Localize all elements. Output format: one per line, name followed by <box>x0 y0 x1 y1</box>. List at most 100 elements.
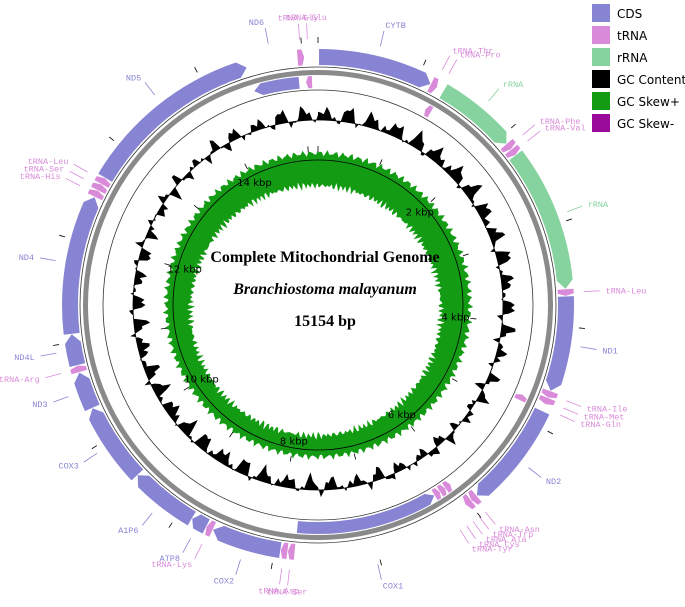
inner-ring-line <box>102 89 534 521</box>
gc-skew-baseline <box>172 159 464 451</box>
feature-label: tRNA-Gln <box>580 420 621 430</box>
legend-swatch <box>592 92 610 110</box>
feature-trna-7 <box>557 288 574 296</box>
feature-label: tRNA-Val <box>545 124 586 134</box>
scale-label: 6 kbp <box>388 410 416 421</box>
feature-label: tRNA Ser <box>267 587 308 597</box>
label-leader <box>441 55 451 70</box>
feature-label: tRNA-Asn <box>499 525 540 535</box>
feature-cds-34 <box>254 76 300 96</box>
outer-scale-tick <box>108 136 115 142</box>
label-leader <box>287 569 290 586</box>
feature-label: A1P6 <box>118 526 138 536</box>
scale-label: 8 kbp <box>280 436 308 447</box>
feature-label: ND4L <box>14 353 34 363</box>
feature-label: ATP8 <box>160 554 180 564</box>
scale-tick <box>244 163 248 170</box>
feature-label: tRNA Asp <box>258 586 299 596</box>
outer-scale-tick <box>168 522 173 528</box>
outer-ring-line <box>79 66 557 544</box>
feature-cds-26 <box>74 372 100 412</box>
feature-trna-9 <box>541 388 559 399</box>
label-leader <box>379 30 385 47</box>
legend-label: rRNA <box>617 51 648 65</box>
label-leader <box>522 124 536 136</box>
feature-cds-29 <box>62 197 99 335</box>
scale-tick <box>430 197 436 202</box>
gc-content-baseline <box>132 119 504 491</box>
label-leader <box>478 516 490 530</box>
outer-scale-tick <box>477 512 482 518</box>
feature-label: tRNA-Trp <box>493 530 534 540</box>
feature-label: rRNA <box>588 200 609 210</box>
feature-labels: CYTBtRNA-ThrtRNA-ProrRNAtRNA-PhetRNA-Val… <box>0 13 646 597</box>
outer-scale-tick <box>53 344 60 346</box>
outer-scale-tick <box>270 562 273 569</box>
legend-swatch <box>592 70 610 88</box>
scale-label: 2 kbp <box>406 207 434 218</box>
outer-scale-tick <box>578 327 586 329</box>
label-leader <box>235 559 241 575</box>
label-leader <box>65 178 81 187</box>
label-leader <box>306 23 308 40</box>
label-leader <box>560 414 575 423</box>
label-leader <box>466 525 476 540</box>
feature-label: ND3 <box>32 400 47 410</box>
feature-trna-15 <box>442 480 453 493</box>
scale-tick <box>379 159 383 166</box>
label-leader <box>40 352 57 357</box>
feature-trna-10 <box>538 394 556 406</box>
label-leader <box>566 400 582 407</box>
feature-trna-20 <box>280 542 289 560</box>
center-title: Complete Mitochondrial Genome Branchiost… <box>210 249 439 330</box>
label-leader <box>264 27 269 44</box>
feature-trna-30 <box>87 189 104 201</box>
feature-trna-35 <box>296 49 305 66</box>
label-leader <box>53 396 69 403</box>
label-leader <box>528 467 542 478</box>
legend-swatch <box>592 26 610 44</box>
feature-rrna-3 <box>439 84 507 144</box>
feature-label: COX1 <box>383 582 403 592</box>
feature-cds-12 <box>476 407 550 496</box>
feature-label: tRNA-His <box>20 172 61 182</box>
feature-label: tRNA Cys <box>479 540 520 550</box>
scale-tick <box>462 253 469 257</box>
legend-label: CDS <box>617 7 642 21</box>
label-leader <box>563 407 579 415</box>
feature-label: ND2 <box>546 477 561 487</box>
label-leader <box>298 23 300 40</box>
legend-swatch <box>592 48 610 66</box>
scale-tick <box>183 386 190 391</box>
label-leader <box>527 130 541 142</box>
label-leader <box>448 59 458 74</box>
feature-trna-5 <box>505 144 521 158</box>
feature-label: CYTB <box>385 21 405 31</box>
outer-scale-tick <box>379 559 382 566</box>
scale-tick <box>160 327 167 330</box>
feature-label: tRNA-Ile <box>587 405 628 415</box>
gc-skew-track <box>162 149 474 460</box>
label-leader <box>583 290 600 293</box>
feature-trna-22 <box>205 520 217 537</box>
feature-cds-8 <box>545 296 575 391</box>
feature-label: tRNA-Leu <box>606 287 647 297</box>
feature-trna-19 <box>287 543 296 560</box>
label-leader <box>377 564 382 580</box>
feature-trna-14 <box>462 493 476 510</box>
legend-label: GC Content <box>617 73 685 87</box>
scale-label: 10 kbp <box>184 375 218 386</box>
feature-label: ND4 <box>19 253 34 263</box>
label-leader <box>566 205 583 213</box>
label-leader <box>488 88 500 102</box>
outer-scale-tick <box>59 234 66 238</box>
feature-label: ND5 <box>126 74 141 84</box>
feature-trna-16 <box>436 484 447 497</box>
feature-label: tRNA-Ser <box>24 164 65 174</box>
feature-cds-28 <box>65 334 86 368</box>
feature-label: rRNA <box>503 80 524 90</box>
feature-cds-0 <box>318 49 431 88</box>
